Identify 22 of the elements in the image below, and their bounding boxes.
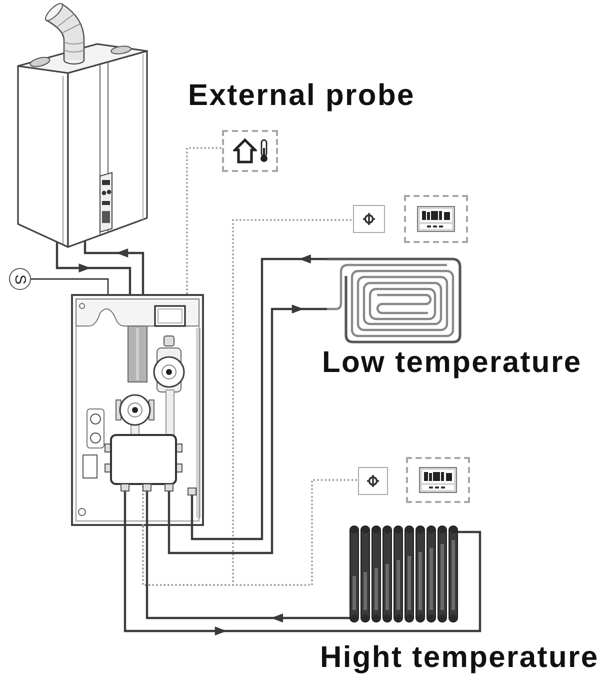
pipe-arrow <box>190 254 327 540</box>
pipe-arrow <box>146 526 347 622</box>
sensor-wire <box>31 278 109 294</box>
boiler-drawing <box>14 2 150 248</box>
zone-heading: External probe <box>188 79 415 113</box>
zone-heading: Hight temperature <box>320 641 599 675</box>
pipe-arrow <box>124 526 482 636</box>
control-wire <box>186 147 222 294</box>
thermostat-box <box>353 205 385 233</box>
radiator-drawing <box>347 524 464 624</box>
thermostat-box <box>358 467 388 495</box>
hydraulic-module-drawing <box>71 294 205 526</box>
probe-box <box>222 130 278 172</box>
controller-box <box>404 195 468 243</box>
pipe-arrow <box>56 248 132 294</box>
pipe-arrow <box>84 248 144 294</box>
zone-heading: Low temperature <box>322 346 582 380</box>
sensor-letter: S <box>12 274 28 284</box>
pipe-arrow <box>168 304 327 554</box>
controller-box <box>406 457 470 503</box>
sensor-circle <box>9 268 31 290</box>
control-wire <box>142 479 358 586</box>
